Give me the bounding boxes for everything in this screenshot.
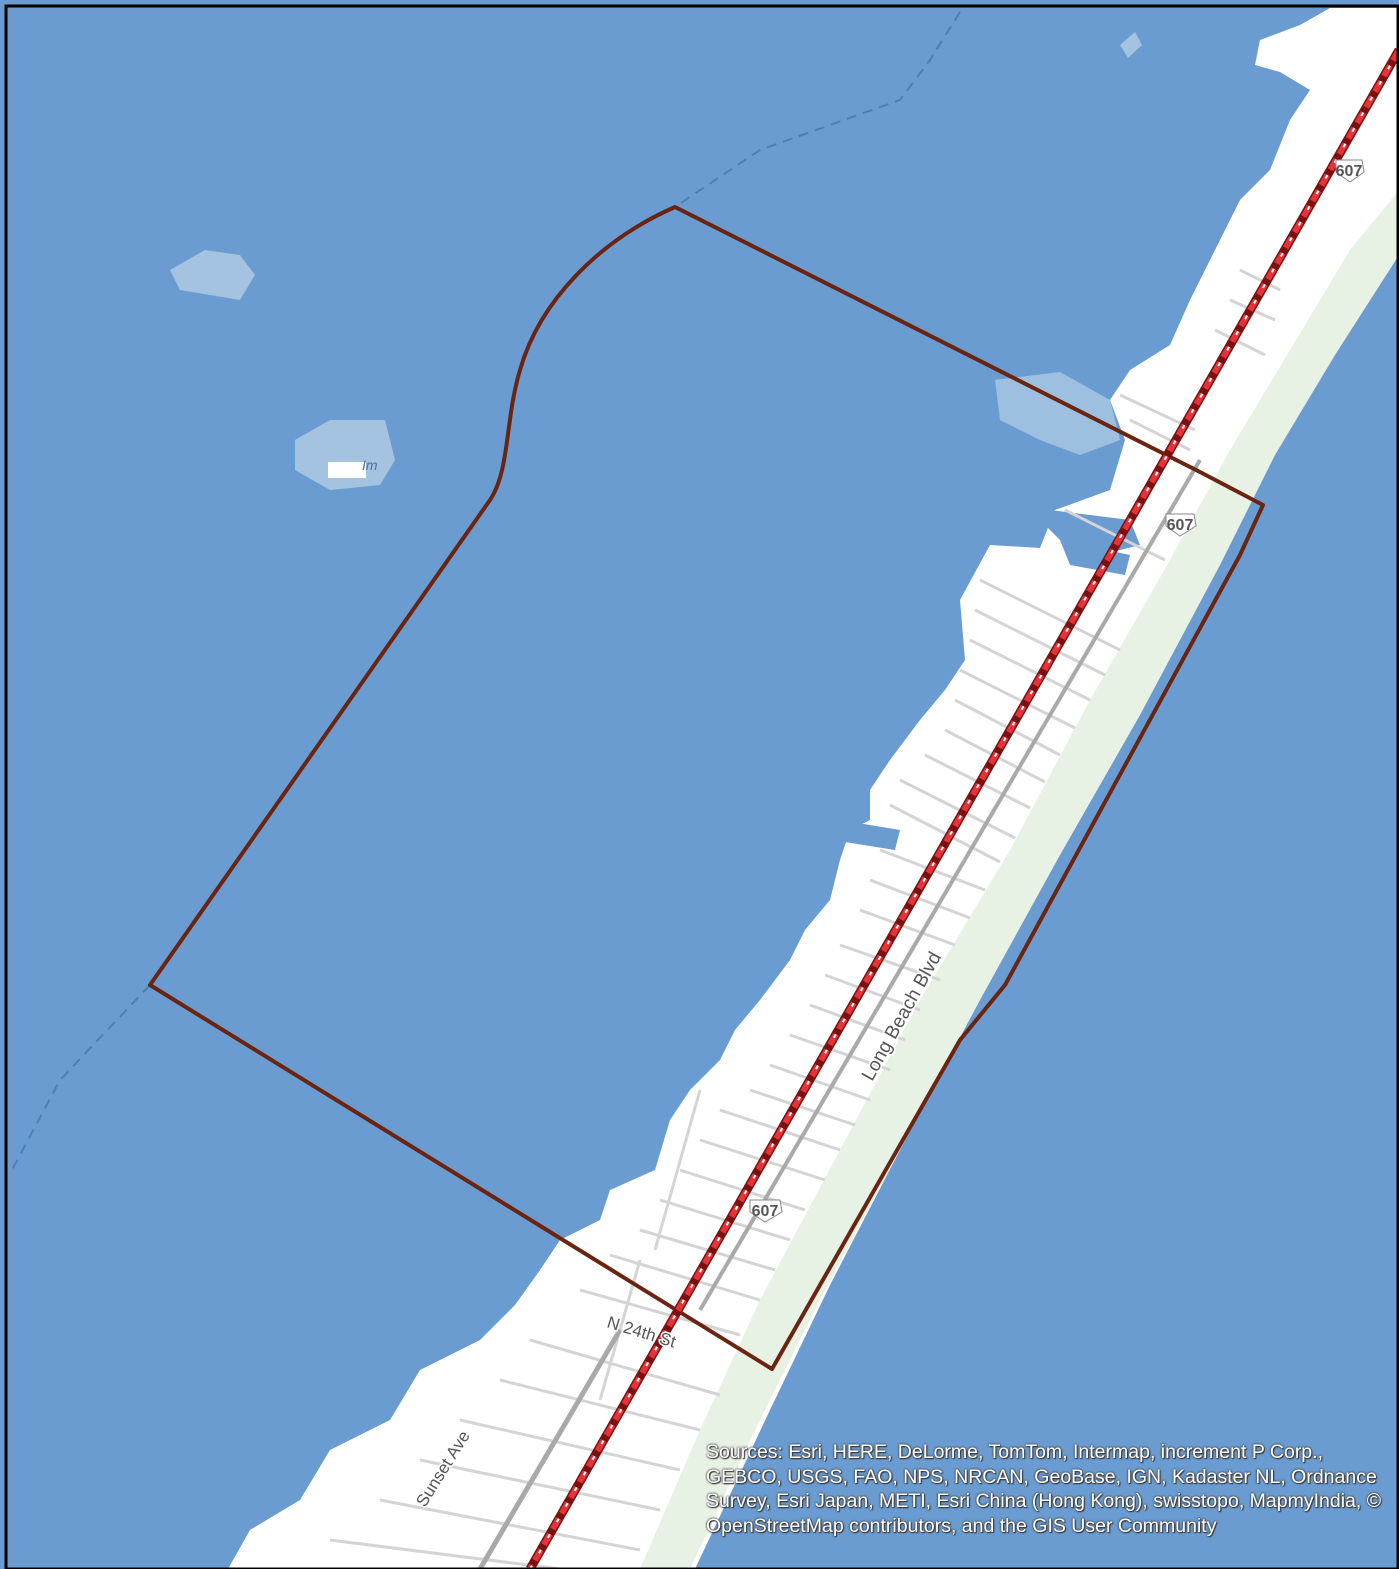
route-shield: 607	[1165, 513, 1197, 537]
rail-line	[529, 49, 1399, 1569]
inlet	[1060, 540, 1130, 575]
route-shield-label: 607	[1167, 517, 1194, 534]
area-boundary[interactable]	[148, 205, 1265, 1371]
map-border	[4, 4, 1399, 1569]
gray-road	[698, 458, 1202, 1312]
route-shield: 607	[1335, 159, 1365, 183]
bay-island	[170, 250, 255, 300]
beach-strip	[640, 190, 1399, 1569]
bay-island	[1120, 32, 1142, 58]
gray-road	[477, 1328, 623, 1569]
bay-island-building	[328, 462, 366, 478]
inlet	[840, 820, 900, 850]
route-shield-label: 607	[1336, 163, 1363, 180]
bay-island	[295, 420, 395, 490]
map-attribution: Sources: Esri, HERE, DeLorme, TomTom, In…	[706, 1441, 1382, 1537]
route-shield: 607	[749, 1199, 783, 1223]
channel-line	[11, 11, 961, 1171]
island-label: Im	[362, 457, 378, 473]
inlet	[995, 372, 1120, 455]
route-shield-label: 607	[752, 1203, 779, 1220]
